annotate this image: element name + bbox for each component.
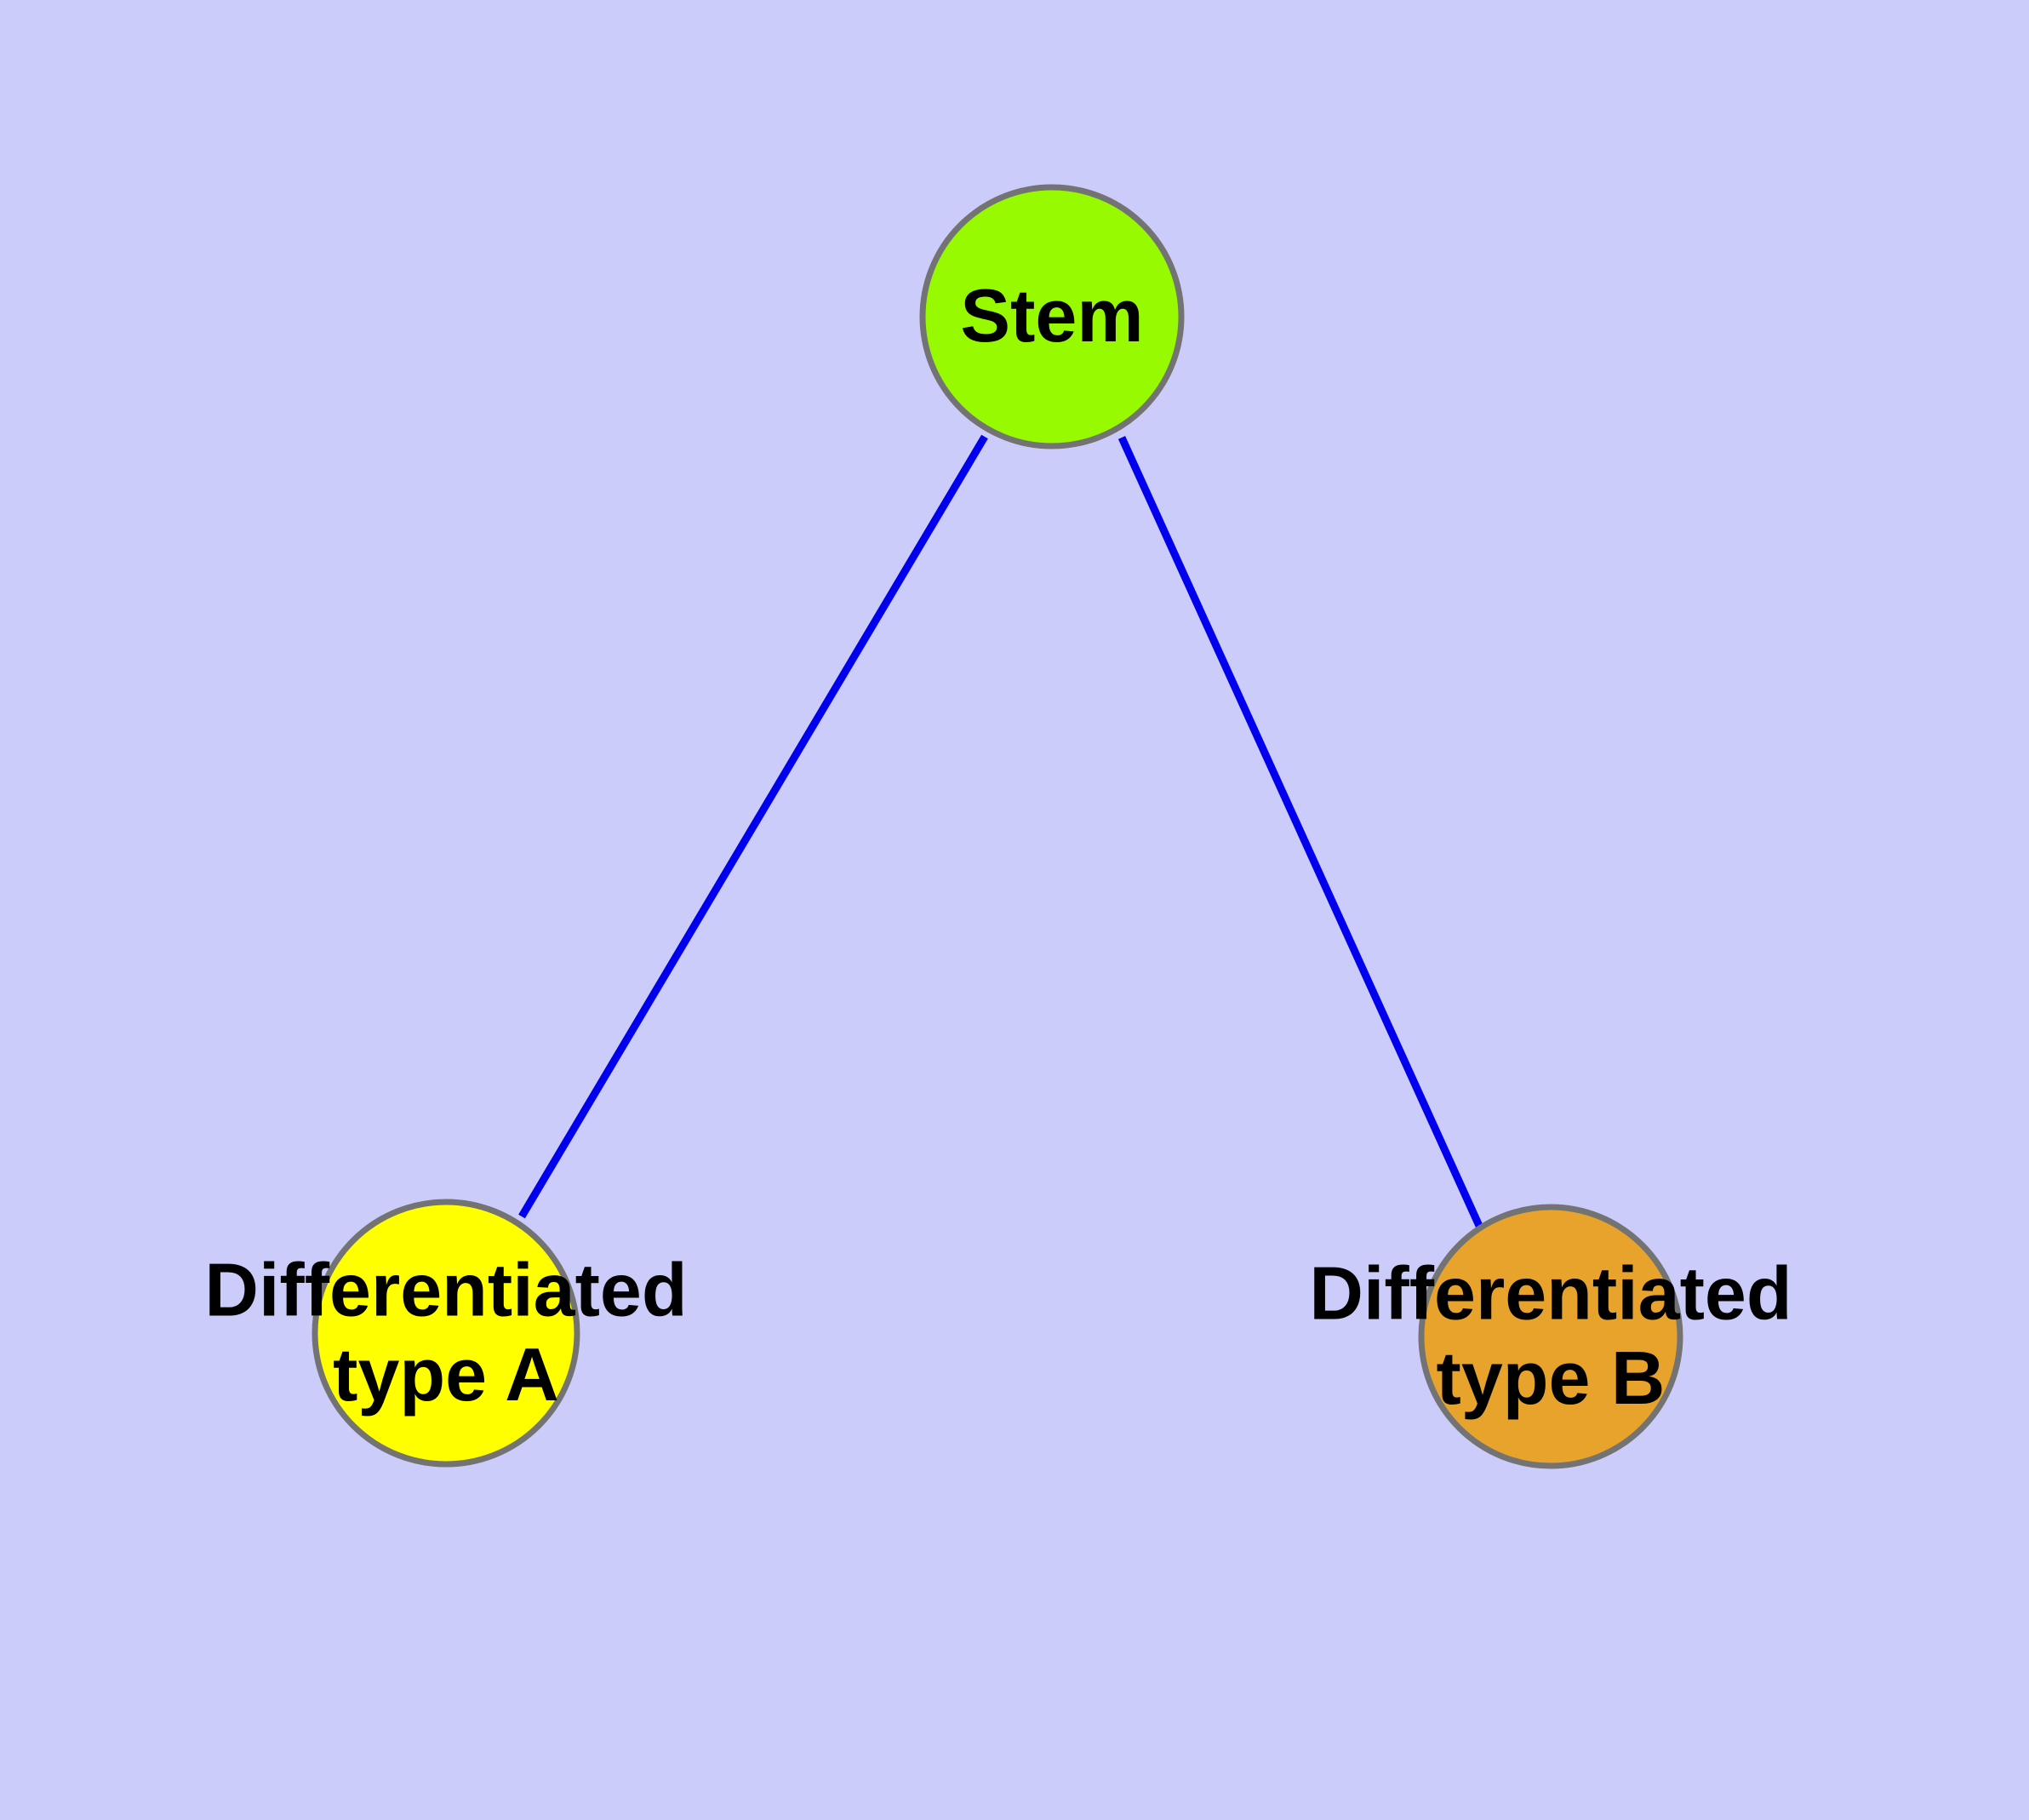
graph-node-stem[interactable]: Stem	[919, 184, 1185, 449]
node-circle-diff-a[interactable]	[311, 1199, 580, 1468]
node-circle-stem[interactable]	[919, 184, 1185, 449]
node-circle-diff-b[interactable]	[1418, 1204, 1683, 1469]
node-label-stem: Stem	[960, 273, 1143, 358]
node-label-line: Differentiated	[1309, 1251, 1792, 1335]
node-label-line: type B	[1437, 1336, 1666, 1420]
node-label-line: Differentiated	[204, 1247, 687, 1331]
graph-edge-stem-to-diff-a[interactable]	[518, 434, 988, 1219]
edge-layer	[518, 434, 1483, 1228]
node-label-line: Stem	[960, 273, 1143, 358]
node-label-line: type A	[333, 1332, 559, 1417]
graph-edge-stem-to-diff-b[interactable]	[1117, 436, 1483, 1228]
